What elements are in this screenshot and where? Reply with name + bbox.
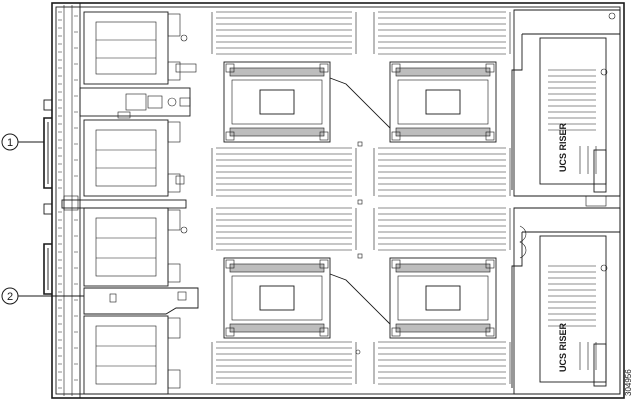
standoffs bbox=[175, 34, 363, 355]
mezzanine-card-upper[interactable] bbox=[511, 9, 621, 207]
chassis bbox=[51, 2, 625, 399]
mezzanine-card-lower[interactable] bbox=[511, 207, 621, 395]
drive-bay[interactable] bbox=[83, 11, 181, 85]
dimm-bank bbox=[211, 147, 357, 197]
drive-bay[interactable] bbox=[83, 119, 181, 197]
drive-divider bbox=[61, 195, 187, 211]
cpu-heatsink bbox=[389, 257, 497, 339]
drive-interposer bbox=[79, 63, 197, 119]
front-latch[interactable] bbox=[43, 99, 53, 111]
dimm-bank bbox=[373, 147, 511, 197]
ejector-handle-lower[interactable] bbox=[43, 243, 52, 295]
front-panel-vents bbox=[58, 11, 78, 389]
drive-bay[interactable] bbox=[83, 315, 181, 395]
dimm-bank bbox=[373, 11, 511, 55]
dimm-bank bbox=[373, 207, 511, 251]
figure-id: 304956 bbox=[624, 369, 633, 396]
callout-2: 2 bbox=[1, 287, 84, 305]
heat-pipe bbox=[329, 273, 391, 325]
mini-storage-bracket bbox=[83, 287, 199, 315]
callout-number: 1 bbox=[7, 137, 13, 149]
callout-1: 1 bbox=[1, 133, 44, 151]
cpu-heatsink bbox=[389, 61, 497, 143]
front-latch[interactable] bbox=[43, 203, 53, 215]
callout-number: 2 bbox=[7, 291, 13, 303]
dimm-bank bbox=[211, 341, 357, 385]
dimm-bank bbox=[211, 207, 357, 251]
cpu-heatsink bbox=[223, 61, 331, 143]
dimm-bank bbox=[373, 341, 511, 385]
riser-label: UCS RISER bbox=[558, 122, 568, 172]
cpu-heatsink bbox=[223, 257, 331, 339]
drive-bay[interactable] bbox=[83, 207, 181, 287]
front-panel bbox=[51, 2, 81, 399]
ejector-handle-upper[interactable] bbox=[43, 117, 52, 189]
riser-label: UCS RISER bbox=[558, 322, 568, 372]
dimm-bank bbox=[211, 11, 357, 55]
heat-pipe bbox=[329, 77, 391, 129]
